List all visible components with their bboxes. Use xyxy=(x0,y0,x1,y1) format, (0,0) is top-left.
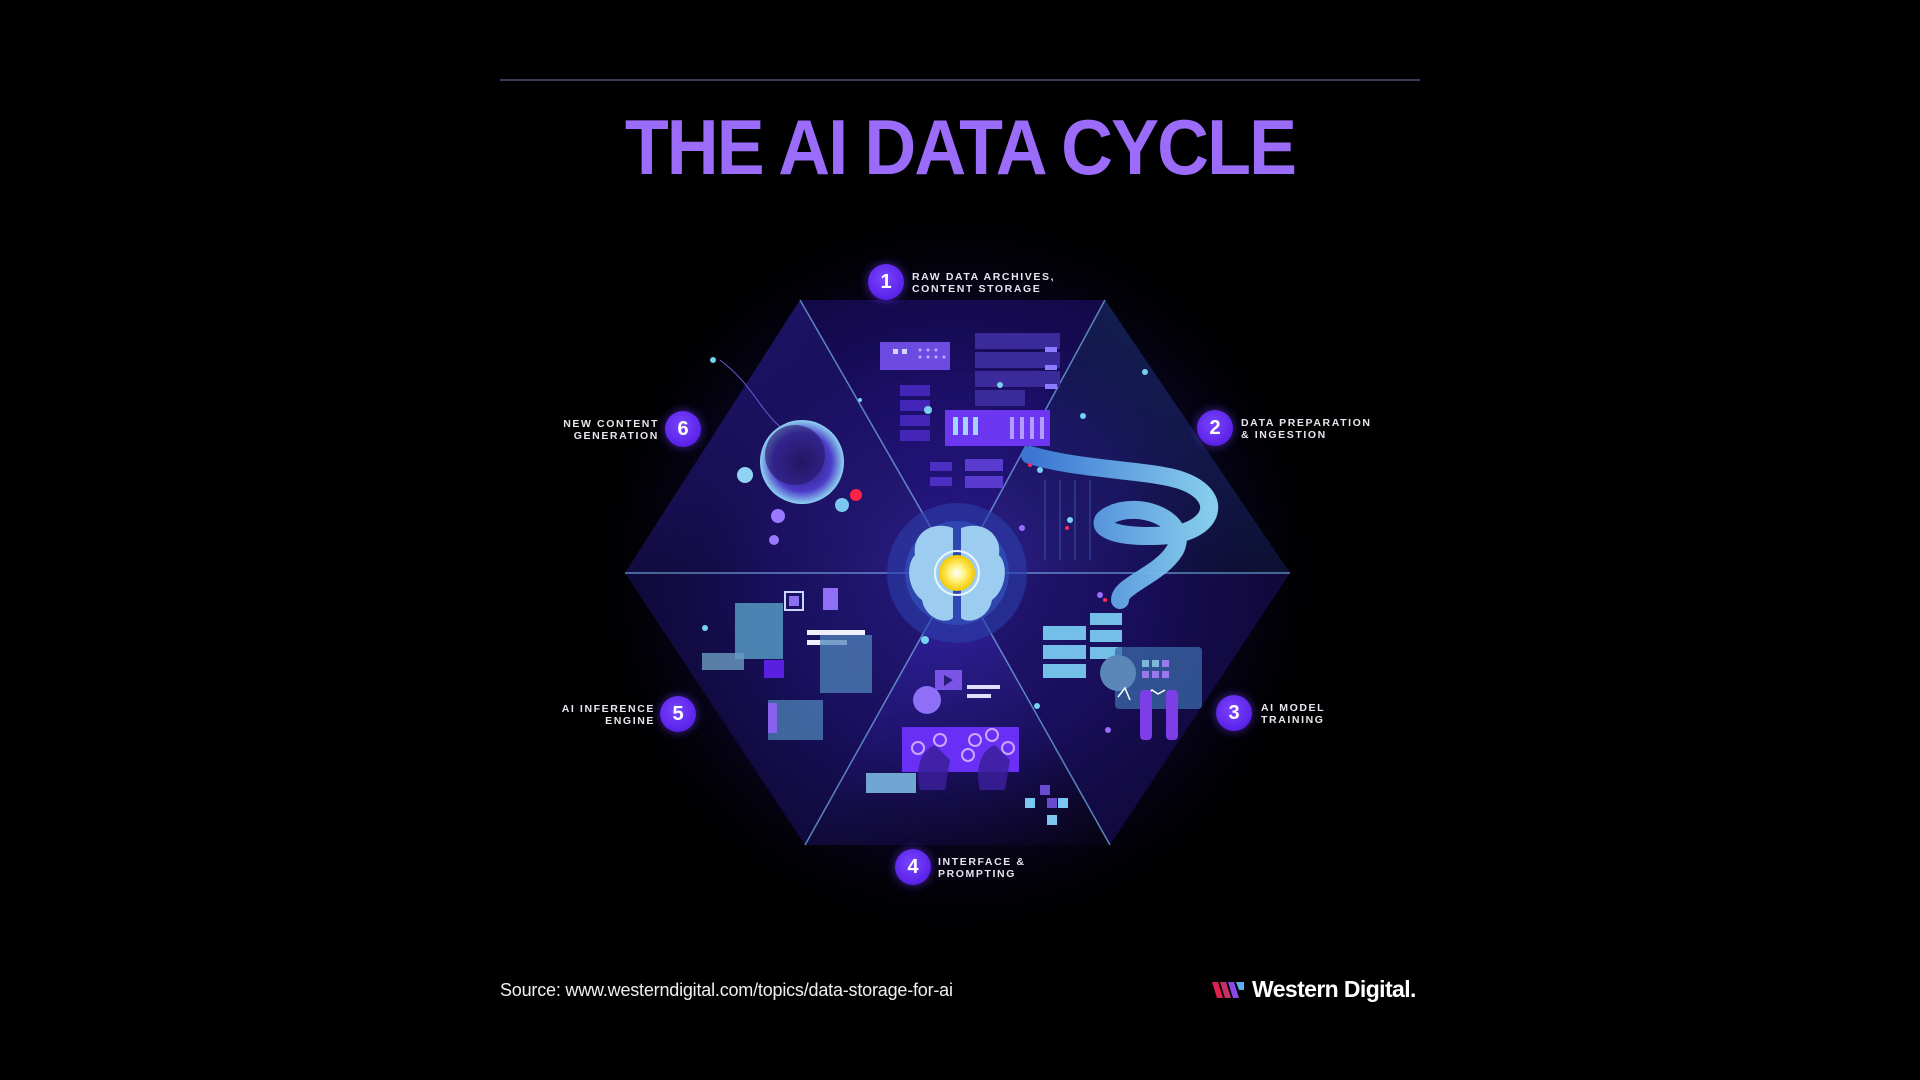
source-citation: Source: www.westerndigital.com/topics/da… xyxy=(500,980,953,1000)
western-digital-mark-icon xyxy=(1212,981,1244,998)
stage-6-badge: 6 xyxy=(665,411,701,447)
stage-4-badge: 4 xyxy=(895,849,931,885)
logo-wordmark: Western Digital. xyxy=(1252,976,1416,1002)
page-title: THE AI DATA CYCLE xyxy=(624,103,1297,191)
stage-4-label: INTERFACE &PROMPTING xyxy=(938,856,1026,880)
stage-3-badge: 3 xyxy=(1216,695,1252,731)
stage-2-badge: 2 xyxy=(1197,410,1233,446)
stage-5-badge: 5 xyxy=(660,696,696,732)
stage-1-badge: 1 xyxy=(868,264,904,300)
top-divider xyxy=(500,79,1420,81)
servers-illustration xyxy=(880,333,1060,488)
western-digital-logo: Western Digital. xyxy=(1212,976,1416,1003)
stage-2-label: DATA PREPARATION& INGESTION xyxy=(1241,417,1372,441)
stage-1-label: RAW DATA ARCHIVES,CONTENT STORAGE xyxy=(912,271,1056,295)
